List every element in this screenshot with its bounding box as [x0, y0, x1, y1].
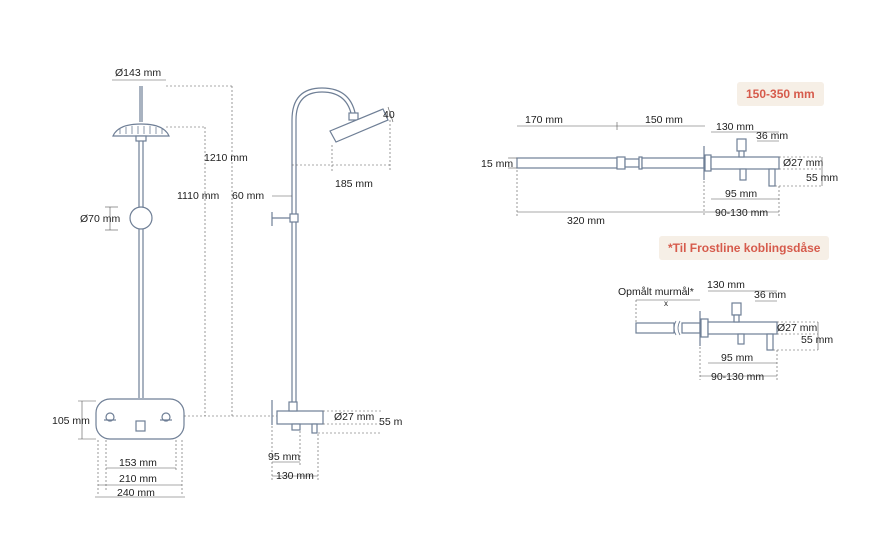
br-top-knob	[731, 302, 742, 316]
label-head-diameter: Ø143 mm	[115, 67, 161, 79]
label-bar-height: 1110 mm	[177, 190, 219, 202]
label-depth-130: 130 mm	[276, 470, 314, 482]
label-36-tr: 36 mm	[756, 130, 788, 142]
dim-40-mark	[387, 106, 394, 123]
label-x: x	[664, 299, 668, 308]
thermostat-box	[95, 398, 185, 440]
front-shower-head	[112, 123, 170, 137]
label-55-tr: 55 mm	[806, 172, 838, 184]
label-90-130-tr: 90-130 mm	[715, 207, 768, 219]
range-badge: 150-350 mm	[737, 82, 824, 106]
label-width-210: 210 mm	[119, 473, 157, 485]
br-top-stem	[733, 314, 740, 323]
br-handle	[766, 333, 774, 351]
label-head-reach: 185 mm	[335, 178, 373, 190]
side-riser-outer	[291, 87, 357, 404]
label-95-br: 95 mm	[721, 352, 753, 364]
label-95-tr: 95 mm	[725, 188, 757, 200]
label-width-153: 153 mm	[119, 457, 157, 469]
wall-bracket-knob	[129, 206, 153, 230]
label-depth-95: 95 mm	[268, 451, 300, 463]
label-130-br: 130 mm	[707, 279, 745, 291]
left-knob	[105, 412, 115, 422]
label-bracket-offset: 60 mm	[232, 190, 264, 202]
tr-pipe	[516, 157, 618, 169]
right-knob	[161, 412, 171, 422]
side-thermostat-body	[276, 410, 324, 425]
head-connector	[135, 135, 147, 142]
label-15: 15 mm	[481, 158, 513, 170]
label-head-angle: 40	[383, 109, 395, 121]
frostline-badge: *Til Frostline koblingsdåse	[659, 236, 830, 260]
label-27-tr: Ø27 mm	[783, 157, 824, 169]
label-knob-diameter: Ø70 mm	[80, 213, 121, 225]
side-bracket-clamp	[289, 213, 299, 223]
label-150: 150 mm	[645, 114, 683, 126]
spout-front	[135, 420, 146, 432]
br-pipe-2	[681, 322, 701, 334]
label-box-depth: 55 m	[379, 416, 403, 428]
side-spout	[291, 423, 301, 431]
top-right-view: 170 mm 150 mm 130 mm 36 mm 15 mm Ø27 mm …	[481, 114, 838, 227]
br-break-mark	[673, 320, 681, 336]
label-90-130-br: 90-130 mm	[711, 371, 764, 383]
side-head-connector	[348, 112, 359, 121]
side-riser-inner	[295, 91, 353, 404]
label-320: 320 mm	[567, 215, 605, 227]
tr-rosette	[704, 154, 712, 172]
label-width-240: 240 mm	[117, 487, 155, 499]
side-top-outlet	[288, 401, 298, 412]
label-55-br: 55 mm	[801, 334, 833, 346]
label-total-height: 1210 mm	[204, 152, 248, 164]
label-box-height: 105 mm	[52, 415, 90, 427]
label-170: 170 mm	[525, 114, 563, 126]
label-130-tr: 130 mm	[716, 121, 754, 133]
tr-handle	[768, 168, 776, 187]
tr-top-stem	[738, 150, 745, 158]
bottom-right-view: Opmålt murmål* x 130 mm 36 mm Ø27 mm 55 …	[618, 279, 833, 383]
label-36-br: 36 mm	[754, 289, 786, 301]
tr-coupling-a	[616, 156, 626, 170]
label-measured: Opmålt murmål*	[618, 286, 694, 298]
br-rosette	[700, 318, 709, 338]
tr-top-knob	[736, 138, 747, 152]
side-view: 185 mm 40 60 mm Ø27 mm 55 m 95 mm 130 mm	[232, 87, 403, 482]
br-spout	[737, 333, 745, 345]
tr-pipe-2	[641, 157, 705, 169]
br-body	[707, 321, 778, 335]
br-pipe	[635, 322, 675, 334]
front-view: Ø143 mm 1210 mm 1110 mm Ø70 mm 105 mm 15…	[52, 67, 280, 499]
tr-spout	[739, 168, 747, 181]
head-nozzles	[119, 126, 163, 134]
side-handle	[311, 423, 318, 434]
tr-coupling-b	[624, 158, 640, 168]
label-27-br: Ø27 mm	[777, 322, 818, 334]
side-shower-head	[329, 108, 389, 143]
label-pipe-diameter: Ø27 mm	[334, 411, 375, 423]
tr-body	[710, 156, 780, 170]
